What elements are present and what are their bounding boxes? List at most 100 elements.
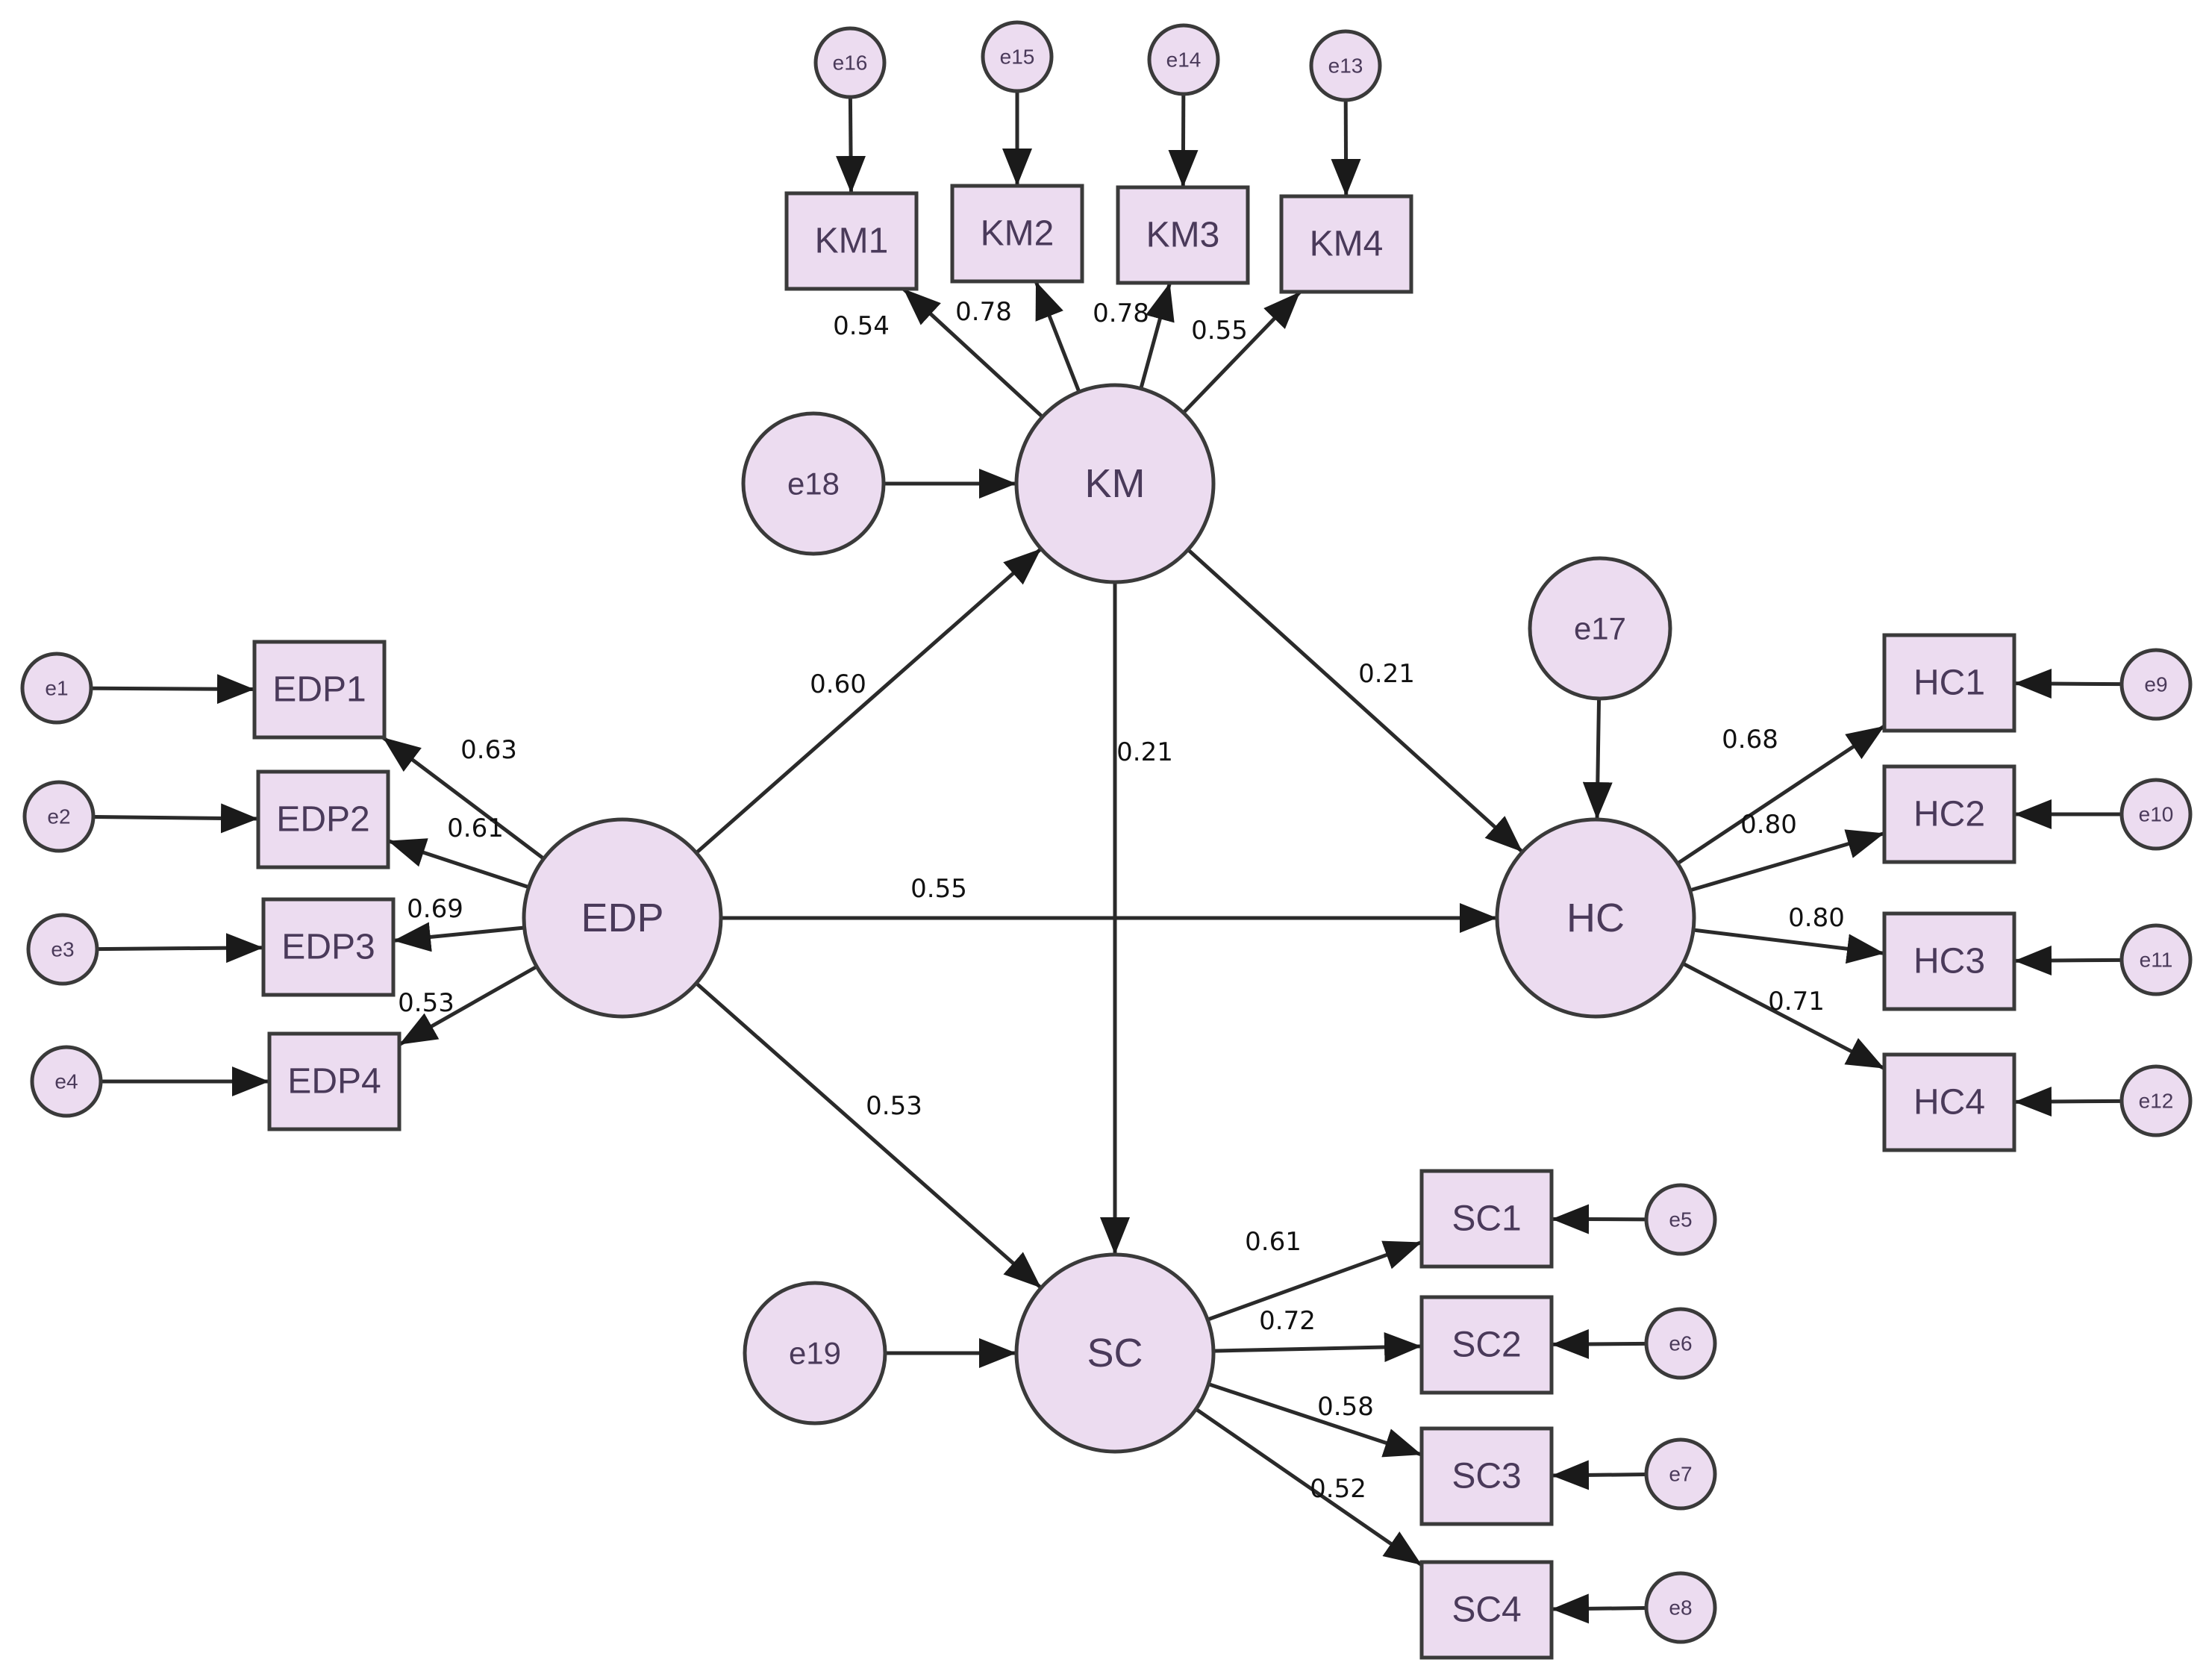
- edge-KM-KM3: [1139, 282, 1175, 390]
- node-label-HC2: HC2: [1913, 795, 1985, 834]
- edge-EDP-EDP2: [387, 838, 530, 890]
- edge-SC-SC4: [1195, 1407, 1423, 1567]
- node-e7: e7: [1644, 1437, 1717, 1511]
- edge-KM-KM4: [1181, 290, 1302, 414]
- node-e1: e1: [20, 652, 93, 725]
- error-circle-e6: [1644, 1307, 1717, 1380]
- edge-e6-SC2: [1551, 1328, 1647, 1359]
- edge-EDP-EDP4: [398, 964, 538, 1046]
- indicator-box-EDP3: [261, 897, 396, 997]
- node-label-HC: HC: [1566, 896, 1625, 940]
- node-label-e7: e7: [1669, 1463, 1692, 1486]
- edge-HC-HC1: [1676, 724, 1886, 866]
- node-e13: e13: [1309, 29, 1382, 102]
- indicator-box-HC4: [1882, 1052, 2016, 1152]
- path-coefficient-KM-KM3: 0.78: [1093, 299, 1149, 328]
- node-EDP: EDP: [522, 817, 723, 1019]
- node-e15: e15: [981, 20, 1054, 93]
- node-KM1: KM1: [784, 191, 919, 291]
- node-KM4: KM4: [1279, 194, 1413, 294]
- edge-SC-SC1: [1207, 1240, 1422, 1322]
- path-coefficient-HC-HC3: 0.80: [1788, 903, 1845, 933]
- node-label-e15: e15: [1000, 46, 1035, 69]
- node-HC4: HC4: [1882, 1052, 2016, 1152]
- error-circle-e9: [2119, 648, 2193, 721]
- node-EDP4: EDP4: [267, 1031, 402, 1131]
- path-coefficient-SC-SC1: 0.61: [1245, 1227, 1302, 1257]
- error-circle-e7: [1644, 1437, 1717, 1511]
- node-KM: KM: [1014, 383, 1216, 584]
- node-label-KM3: KM3: [1146, 216, 1220, 255]
- latent-circle-SC: [1014, 1252, 1216, 1454]
- error-circle-e17: [1528, 556, 1672, 701]
- node-e11: e11: [2119, 923, 2193, 996]
- node-label-e10: e10: [2139, 803, 2174, 826]
- path-coefficient-EDP-EDP2: 0.61: [447, 814, 504, 843]
- error-circle-e2: [22, 780, 96, 853]
- indicator-box-HC3: [1882, 911, 2016, 1011]
- error-circle-e16: [813, 26, 887, 99]
- node-label-e16: e16: [833, 51, 868, 75]
- node-e19: e19: [743, 1281, 887, 1425]
- node-EDP1: EDP1: [252, 640, 387, 740]
- error-circle-e5: [1644, 1183, 1717, 1256]
- path-coefficient-EDP-EDP4: 0.53: [398, 988, 454, 1018]
- node-label-e8: e8: [1669, 1596, 1692, 1620]
- node-SC2: SC2: [1419, 1295, 1554, 1395]
- edge-e3-EDP3: [96, 933, 264, 964]
- path-coefficient-HC-HC1: 0.68: [1722, 725, 1778, 755]
- indicator-box-KM3: [1116, 185, 1250, 285]
- node-label-e14: e14: [1166, 49, 1202, 72]
- indicator-box-HC2: [1882, 764, 2016, 864]
- node-e9: e9: [2119, 648, 2193, 721]
- node-label-SC2: SC2: [1452, 1325, 1521, 1365]
- path-coefficient-KM-HC: 0.21: [1358, 659, 1415, 689]
- node-label-e3: e3: [51, 938, 74, 961]
- node-e4: e4: [30, 1045, 103, 1118]
- indicator-box-SC3: [1419, 1426, 1554, 1526]
- node-e10: e10: [2119, 778, 2193, 851]
- node-label-EDP: EDP: [581, 896, 663, 940]
- edge-e14-KM3: [1168, 93, 1199, 188]
- node-SC3: SC3: [1419, 1426, 1554, 1526]
- edge-e11-HC3: [2013, 946, 2122, 976]
- node-label-SC: SC: [1087, 1331, 1143, 1375]
- path-coefficient-EDP-EDP1: 0.63: [460, 735, 517, 765]
- node-label-SC1: SC1: [1452, 1199, 1521, 1239]
- node-KM2: KM2: [950, 184, 1084, 284]
- path-coefficient-KM-KM4: 0.55: [1191, 316, 1248, 346]
- node-e3: e3: [26, 913, 99, 986]
- node-label-e13: e13: [1328, 54, 1363, 78]
- error-circle-e1: [20, 652, 93, 725]
- indicator-box-KM2: [950, 184, 1084, 284]
- edge-e12-HC4: [2013, 1087, 2122, 1117]
- node-label-KM1: KM1: [815, 222, 889, 261]
- edge-e2-EDP2: [93, 803, 259, 834]
- edge-EDP-KM: [695, 547, 1043, 855]
- node-label-SC4: SC4: [1452, 1590, 1521, 1630]
- edge-HC-HC3: [1693, 928, 1885, 964]
- path-coefficient-KM-KM2: 0.78: [955, 297, 1012, 327]
- indicator-box-EDP2: [256, 769, 390, 869]
- edge-e1-EDP1: [90, 674, 255, 705]
- indicator-box-SC2: [1419, 1295, 1554, 1395]
- node-label-KM2: KM2: [981, 214, 1054, 254]
- path-coefficient-HC-HC4: 0.71: [1768, 987, 1825, 1017]
- node-e5: e5: [1644, 1183, 1717, 1256]
- node-label-e12: e12: [2139, 1090, 2174, 1113]
- indicator-box-EDP4: [267, 1031, 402, 1131]
- node-label-e18: e18: [787, 466, 840, 502]
- node-e12: e12: [2119, 1064, 2193, 1137]
- node-label-EDP4: EDP4: [287, 1062, 381, 1102]
- node-label-HC1: HC1: [1913, 663, 1985, 703]
- node-label-e6: e6: [1669, 1332, 1692, 1355]
- node-label-e9: e9: [2144, 673, 2167, 696]
- error-circle-e18: [741, 411, 886, 556]
- node-SC4: SC4: [1419, 1560, 1554, 1660]
- node-HC3: HC3: [1882, 911, 2016, 1011]
- path-coefficient-KM-KM1: 0.54: [833, 311, 890, 341]
- path-coefficient-SC-SC4: 0.52: [1310, 1474, 1366, 1504]
- node-HC1: HC1: [1882, 633, 2016, 733]
